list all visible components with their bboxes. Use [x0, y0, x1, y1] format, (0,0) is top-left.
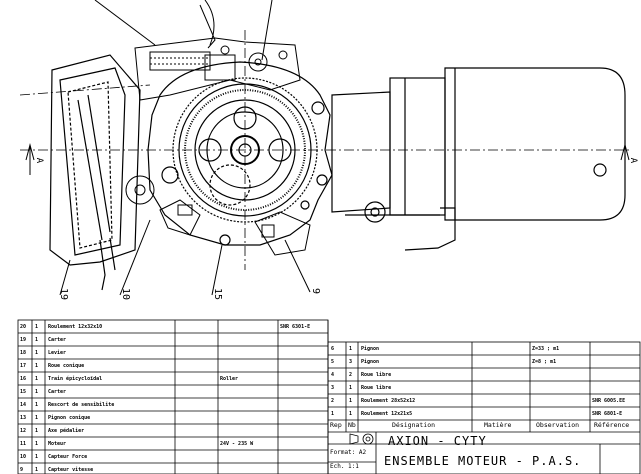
parts-right-nb: 2	[349, 372, 353, 378]
leader-line	[94, 0, 156, 46]
parts-right-nb: 1	[349, 411, 353, 417]
parts-left-designation: Train épicycloïdal	[48, 376, 103, 382]
parts-left-designation: Roue conique	[48, 363, 85, 369]
drawing-title: AXION - CYTY	[388, 434, 487, 448]
parts-right-designation: Roue libre	[361, 372, 392, 378]
parts-left-rep: 11	[20, 441, 27, 447]
parts-right-ref: SNR 6005.EE	[592, 398, 626, 404]
callout-15: 15	[212, 288, 223, 301]
parts-list-grid	[17, 319, 329, 474]
header-observation: Observation	[536, 421, 580, 429]
parts-left-nb: 1	[35, 389, 39, 395]
parts-left-nb: 1	[35, 402, 39, 408]
parts-left-rep: 13	[20, 415, 27, 421]
parts-right-designation: Pignon	[361, 359, 380, 365]
top-bracket	[134, 37, 301, 101]
parts-left-designation: Axe pédalier	[48, 428, 85, 434]
parts-right-rep: 1	[331, 411, 335, 417]
parts-left-rep: 10	[20, 454, 27, 460]
conduit	[199, 4, 216, 49]
parts-left-nb: 1	[35, 428, 39, 434]
parts-right-rep: 2	[331, 398, 335, 404]
parts-left-nb: 1	[35, 324, 39, 330]
parts-left-designation: Carter	[48, 389, 67, 395]
parts-left-nb: 1	[35, 376, 39, 382]
parts-left-designation: Roulement 12x32x10	[48, 324, 103, 330]
parts-right-nb: 1	[349, 398, 353, 404]
parts-right-rep: 5	[331, 359, 335, 365]
parts-right-nb: 1	[349, 346, 353, 352]
motor	[331, 67, 626, 251]
gear-housing	[147, 61, 333, 246]
parts-left-designation: Levier	[48, 350, 67, 356]
drawing-subtitle: ENSEMBLE MOTEUR - P.A.S.	[384, 454, 582, 468]
parts-left-rep: 14	[20, 402, 27, 408]
header-reference: Référence	[594, 421, 630, 429]
left-housing	[49, 54, 141, 291]
projection-symbol-icon	[349, 433, 374, 445]
header-nb: Nb	[348, 421, 356, 429]
section-mark-left: A	[34, 157, 45, 164]
parts-left-rep: 19	[20, 337, 27, 343]
parts-left-nb: 1	[35, 363, 39, 369]
parts-left-nb: 1	[35, 454, 39, 460]
header-matiere: Matière	[484, 421, 512, 429]
parts-right-designation: Roulement 12x21x5	[361, 411, 413, 417]
parts-left-rep: 15	[20, 389, 27, 395]
parts-right-rep: 6	[331, 346, 335, 352]
right-parts-grid	[327, 341, 641, 474]
parts-left-rep: 9	[20, 467, 24, 473]
sensors	[125, 175, 311, 256]
parts-left-obs: 24V - 235 W	[220, 441, 254, 447]
section-mark-right: A	[628, 157, 639, 164]
parts-left-designation: Pignon conique	[48, 415, 91, 421]
parts-left-nb: 1	[35, 441, 39, 447]
parts-right-nb: 1	[349, 385, 353, 391]
parts-left-rep: 12	[20, 428, 27, 434]
scale-label: Ech. 1:1	[330, 463, 359, 470]
parts-left-designation: Moteur	[48, 441, 67, 447]
parts-right-designation: Roue libre	[361, 385, 392, 391]
parts-left-designation: Rescort de sensibilite	[48, 402, 115, 408]
parts-right-designation: Roulement 28x52x12	[361, 398, 416, 404]
parts-left-ref: SNR 6301-E	[280, 324, 311, 330]
parts-right-obs: Z=8 ; m1	[532, 359, 557, 365]
parts-left-nb: 1	[35, 350, 39, 356]
parts-left-obs: Roller	[220, 376, 239, 382]
conduit	[204, 0, 215, 46]
callout-10: 10	[120, 288, 131, 301]
callout-19: 19	[58, 288, 69, 301]
parts-right-designation: Pignon	[361, 346, 380, 352]
leader-19	[59, 259, 71, 296]
callout-9: 9	[310, 288, 321, 295]
parts-left-nb: 1	[35, 467, 39, 473]
parts-left-designation: Carter	[48, 337, 67, 343]
leader-9	[284, 239, 311, 293]
parts-right-obs: Z=33 ; m1	[532, 346, 560, 352]
parts-left-nb: 1	[35, 415, 39, 421]
parts-right-ref: SNR 6801-E	[592, 411, 623, 417]
center-lines	[19, 30, 630, 270]
parts-right-rep: 4	[331, 372, 335, 378]
header-designation: Désignation	[392, 421, 436, 429]
leader-15	[211, 244, 223, 296]
parts-left-designation: Capteur Force	[48, 454, 88, 460]
parts-left-nb: 1	[35, 337, 39, 343]
parts-left-designation: Capteur vitesse	[48, 467, 94, 473]
parts-left-rep: 18	[20, 350, 27, 356]
header-rep: Rep	[330, 421, 342, 429]
parts-right-rep: 3	[331, 385, 335, 391]
parts-left-rep: 20	[20, 324, 27, 330]
parts-right-nb: 3	[349, 359, 353, 365]
format-label: Format: A2	[330, 449, 367, 456]
section-arrow-right	[620, 143, 630, 175]
leader-10	[119, 219, 151, 296]
section-arrow-left	[25, 143, 35, 175]
leader-line	[261, 0, 273, 61]
parts-left-rep: 16	[20, 376, 27, 382]
parts-left-rep: 17	[20, 363, 27, 369]
